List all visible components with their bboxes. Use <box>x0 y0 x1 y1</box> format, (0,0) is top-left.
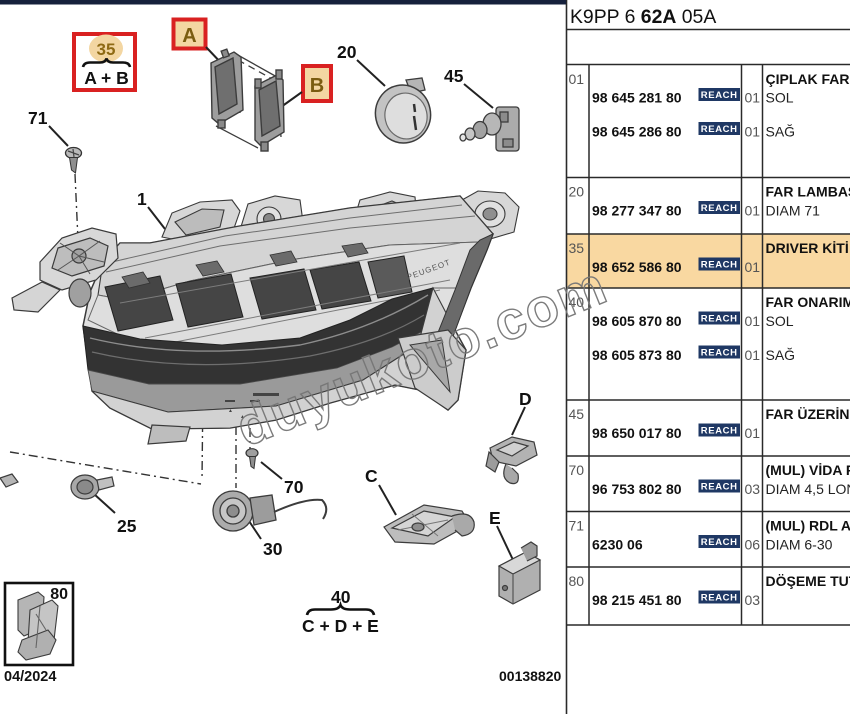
svg-text:01: 01 <box>745 259 761 275</box>
svg-text:FAR ONARIM K: FAR ONARIM K <box>766 294 850 310</box>
svg-text:01: 01 <box>745 203 761 219</box>
svg-text:01: 01 <box>745 425 761 441</box>
svg-text:00138820: 00138820 <box>499 668 562 684</box>
svg-text:REACH: REACH <box>701 124 738 135</box>
svg-text:03: 03 <box>745 481 761 497</box>
svg-text:01: 01 <box>745 313 761 329</box>
svg-text:REACH: REACH <box>701 314 738 325</box>
svg-text:C + D + E: C + D + E <box>302 616 379 636</box>
svg-text:DIAM 6-30: DIAM 6-30 <box>766 537 833 553</box>
svg-text:98 605 873 80: 98 605 873 80 <box>592 347 682 363</box>
svg-text:04/2024: 04/2024 <box>4 669 56 685</box>
svg-text:SOL: SOL <box>766 90 794 106</box>
svg-text:DÖŞEME TUT: DÖŞEME TUT <box>766 573 850 589</box>
svg-text:98 277 347 80: 98 277 347 80 <box>592 203 682 219</box>
svg-text:▲: ▲ <box>228 408 233 414</box>
svg-text:01: 01 <box>745 124 761 140</box>
svg-text:C: C <box>365 466 378 486</box>
svg-text:REACH: REACH <box>701 260 738 271</box>
svg-text:ÇIPLAK FAR: ÇIPLAK FAR <box>766 71 850 87</box>
svg-text:01: 01 <box>745 90 761 106</box>
svg-text:(MUL) VİDA RO: (MUL) VİDA RO <box>766 462 850 478</box>
svg-text:70: 70 <box>284 477 304 497</box>
svg-text:71: 71 <box>569 518 585 534</box>
svg-text:40: 40 <box>331 587 351 607</box>
svg-text:DIAM 71: DIAM 71 <box>766 203 821 219</box>
svg-text:K9PP 6 62A 05A: K9PP 6 62A 05A <box>570 6 716 28</box>
svg-text:98 605 870 80: 98 605 870 80 <box>592 313 682 329</box>
svg-text:98 645 281 80: 98 645 281 80 <box>592 90 682 106</box>
svg-text:1: 1 <box>137 189 147 209</box>
svg-text:(MUL) RDL ALT: (MUL) RDL ALT <box>766 518 850 534</box>
svg-text:45: 45 <box>444 66 464 86</box>
svg-text:20: 20 <box>569 184 585 200</box>
svg-text:SOL: SOL <box>766 313 794 329</box>
svg-text:A: A <box>182 25 196 47</box>
svg-text:96 753 802 80: 96 753 802 80 <box>592 481 682 497</box>
svg-text:40: 40 <box>569 294 585 310</box>
svg-text:98 650 017 80: 98 650 017 80 <box>592 425 682 441</box>
svg-text:01: 01 <box>569 71 585 87</box>
svg-text:FAR ÜZERİNDE: FAR ÜZERİNDE <box>766 406 850 422</box>
svg-text:01: 01 <box>745 347 761 363</box>
svg-text:REACH: REACH <box>701 593 738 604</box>
svg-text:06: 06 <box>745 537 761 553</box>
svg-text:B: B <box>310 75 324 97</box>
svg-text:35: 35 <box>97 40 116 59</box>
svg-text:03: 03 <box>745 592 761 608</box>
svg-text:80: 80 <box>569 573 585 589</box>
svg-text:6230 06: 6230 06 <box>592 537 643 553</box>
svg-text:DRIVER KİTİ: DRIVER KİTİ <box>766 240 849 256</box>
svg-text:A + B: A + B <box>84 68 129 88</box>
svg-text:▲: ▲ <box>240 414 245 420</box>
svg-text:98 652 586 80: 98 652 586 80 <box>592 259 682 275</box>
svg-text:30: 30 <box>263 539 283 559</box>
svg-text:REACH: REACH <box>701 482 738 493</box>
svg-text:REACH: REACH <box>701 426 738 437</box>
svg-text:E: E <box>489 508 501 528</box>
svg-text:20: 20 <box>337 42 357 62</box>
svg-text:SAĞ: SAĞ <box>766 347 796 363</box>
svg-text:REACH: REACH <box>701 90 738 101</box>
svg-text:71: 71 <box>28 108 48 128</box>
svg-text:98 215 451 80: 98 215 451 80 <box>592 592 682 608</box>
svg-text:REACH: REACH <box>701 537 738 548</box>
svg-text:DIAM 4,5 LON: DIAM 4,5 LON <box>766 481 850 497</box>
svg-text:FAR LAMBASI: FAR LAMBASI <box>766 184 850 200</box>
svg-text:70: 70 <box>569 462 585 478</box>
svg-text:REACH: REACH <box>701 203 738 214</box>
svg-text:98 645 286 80: 98 645 286 80 <box>592 124 682 140</box>
svg-text:D: D <box>519 389 532 409</box>
svg-text:80: 80 <box>50 586 68 603</box>
svg-text:35: 35 <box>569 240 585 256</box>
svg-text:REACH: REACH <box>701 348 738 359</box>
svg-text:25: 25 <box>117 516 137 536</box>
svg-text:SAĞ: SAĞ <box>766 124 796 140</box>
svg-text:45: 45 <box>569 406 585 422</box>
